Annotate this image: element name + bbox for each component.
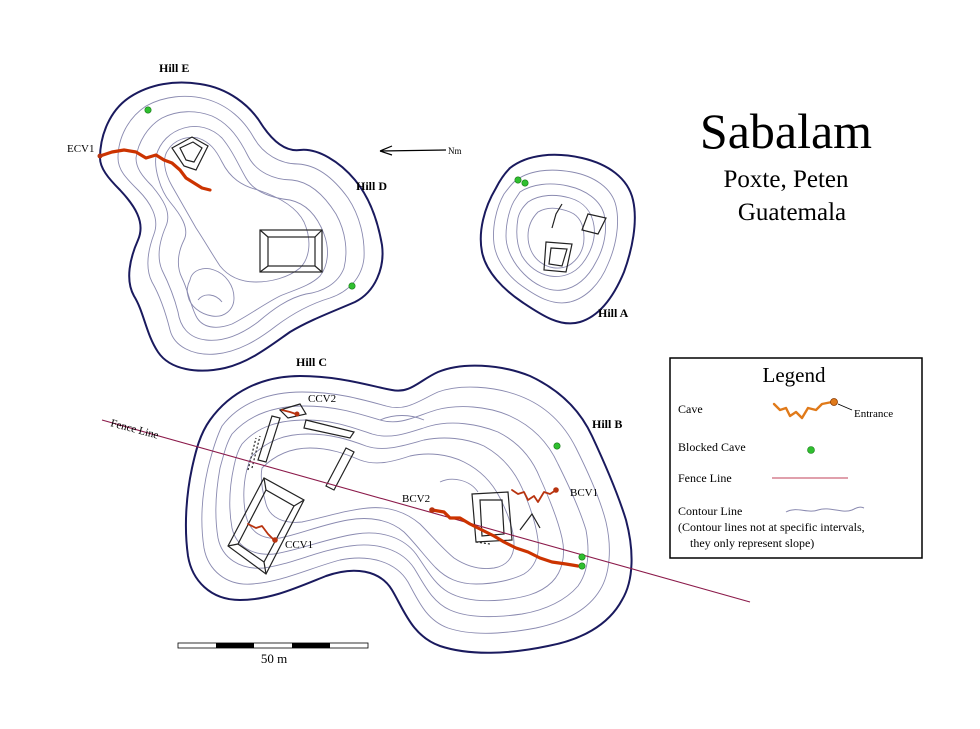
fence-line <box>101 419 751 603</box>
scale-bar: 50 m <box>177 642 369 666</box>
cave-ccv1-label: CCV1 <box>285 539 313 551</box>
cave-bcv2-path <box>430 508 580 568</box>
blocked-cave-marker <box>578 553 586 561</box>
legend-contour-note-1: (Contour lines not at specific intervals… <box>678 520 865 534</box>
blocked-cave-marker <box>578 562 586 570</box>
map-subtitle-country: Guatemala <box>738 199 846 226</box>
north-arrow: Nm <box>379 145 462 156</box>
scale-bar-label: 50 m <box>261 651 287 666</box>
blocked-cave-marker <box>553 442 561 450</box>
cave-bcv1-label: BCV1 <box>570 487 598 499</box>
blocked-cave-marker <box>348 282 356 290</box>
cave-ccv1-path <box>247 523 275 541</box>
cave-ecv1-path <box>98 148 212 192</box>
legend-contour-line-swatch <box>785 506 865 513</box>
structure-hill-a <box>543 203 607 273</box>
legend-entrance-label: Entrance <box>854 408 893 420</box>
legend-blocked-cave-label: Blocked Cave <box>678 440 746 454</box>
legend-box <box>669 357 923 559</box>
cave-ecv1-label: ECV1 <box>67 143 95 155</box>
north-arrow-label: Nm <box>448 146 462 156</box>
hill-a: Hill A <box>479 153 636 325</box>
structure-hill-e <box>171 136 209 171</box>
hill-c-label: Hill C <box>296 355 327 369</box>
hill-a-label: Hill A <box>598 306 629 320</box>
legend-title: Legend <box>763 363 826 387</box>
cave-bcv1-entrance <box>553 487 559 493</box>
cave-ccv2-label: CCV2 <box>308 393 336 405</box>
fence-line-label: Fence Line <box>109 417 160 441</box>
cave-ccv1-entrance <box>272 537 278 543</box>
hill-e-d-complex: Hill E Hill D ECV1 <box>67 61 387 372</box>
legend-entrance-marker <box>830 398 838 406</box>
blocked-cave-marker <box>144 106 152 114</box>
legend-cave-label: Cave <box>678 402 703 416</box>
cave-ecv1-entrance <box>97 153 103 159</box>
hill-a-outline <box>479 153 636 325</box>
hill-e-label: Hill E <box>159 61 189 75</box>
hill-b-label: Hill B <box>592 417 622 431</box>
hill-c-b-complex: Fence Line Hill C Hill B CCV2 CCV1 BCV2 … <box>101 355 751 654</box>
structure-hill-d <box>259 229 323 273</box>
cave-ccv2-entrance <box>294 411 300 417</box>
legend-cave-swatch <box>772 400 834 420</box>
map-title: Sabalam <box>700 103 872 159</box>
legend-blocked-cave-swatch <box>807 446 815 454</box>
cave-bcv2-entrance <box>429 507 435 513</box>
map-subtitle-location: Poxte, Peten <box>724 166 849 193</box>
cave-bcv2-label: BCV2 <box>402 493 430 505</box>
hill-e-d-outline <box>98 81 384 372</box>
legend-contour-note-2: they only represent slope) <box>690 536 814 550</box>
legend-fence-line-label: Fence Line <box>678 471 732 485</box>
legend-contour-line-label: Contour Line <box>678 504 742 518</box>
hill-d-label: Hill D <box>356 179 387 193</box>
hill-c-b-outline <box>184 364 633 654</box>
blocked-cave-marker <box>514 176 522 184</box>
cave-bcv1-path <box>511 489 557 503</box>
blocked-cave-marker <box>521 179 529 187</box>
cave-ccv2-path <box>281 409 297 415</box>
legend: Legend Cave Entrance Blocked Cave Fence … <box>669 357 923 559</box>
